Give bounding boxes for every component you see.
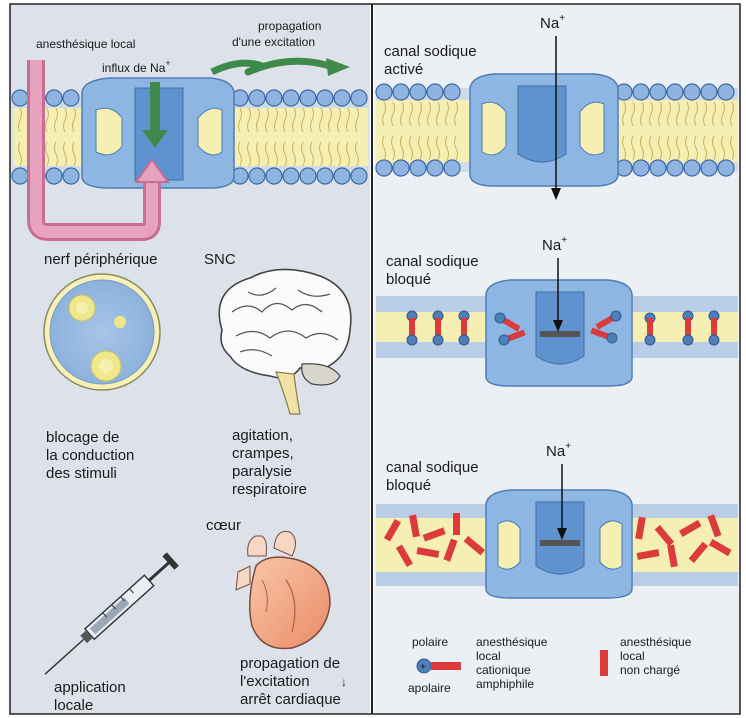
propagation-label-1: propagation — [258, 19, 321, 33]
phospholipid-head — [63, 90, 79, 106]
phospholipid-head — [667, 160, 683, 176]
phospholipid-head — [684, 160, 700, 176]
phospholipid-head — [718, 160, 734, 176]
phospholipid-head — [249, 90, 265, 106]
phospholipid-head — [334, 90, 350, 106]
phospholipid-head — [46, 168, 62, 184]
phospholipid-head — [427, 84, 443, 100]
phospholipid-head — [63, 168, 79, 184]
svg-text:respiratoire: respiratoire — [232, 481, 307, 498]
phospholipid-head — [667, 84, 683, 100]
phospholipid-head — [376, 84, 392, 100]
svg-text:cationique: cationique — [476, 663, 531, 677]
nerve-title: nerf périphérique — [44, 251, 157, 268]
heart-title: cœur — [206, 517, 241, 534]
blocked1-label-1: canal sodique — [386, 253, 479, 270]
phospholipid-head — [684, 84, 700, 100]
legend-polar: polaire — [412, 635, 448, 649]
svg-text:propagation de: propagation de — [240, 655, 340, 672]
legend-apolar-tail-icon — [431, 662, 461, 670]
down-arrow-glyph: ↓ — [341, 675, 347, 689]
svg-text:paralysie: paralysie — [232, 463, 292, 480]
phospholipid-head — [283, 168, 299, 184]
blocked2-label-1: canal sodique — [386, 459, 479, 476]
svg-text:la conduction: la conduction — [46, 447, 134, 464]
phospholipid-head — [410, 160, 426, 176]
legend-apolar: apolaire — [408, 681, 451, 695]
sodium-channel-activated — [470, 74, 618, 186]
sodium-channel-blocked-2 — [486, 490, 632, 598]
svg-text:application: application — [54, 679, 126, 696]
phospholipid-head — [351, 90, 367, 106]
phospholipid-head — [266, 168, 282, 184]
phospholipid-head — [46, 90, 62, 106]
activated-label-1: canal sodique — [384, 43, 477, 60]
phospholipid-head — [351, 168, 367, 184]
svg-text:anesthésique: anesthésique — [476, 635, 548, 649]
svg-text:non chargé: non chargé — [620, 663, 680, 677]
phospholipid-head — [701, 84, 717, 100]
phospholipid-head — [376, 160, 392, 176]
phospholipid-head — [444, 160, 460, 176]
uncharged-molecule — [453, 513, 460, 535]
svg-text:+: + — [420, 662, 426, 673]
phospholipid-head — [718, 84, 734, 100]
svg-text:local: local — [476, 649, 501, 663]
phospholipid-head — [410, 84, 426, 100]
phospholipid-head — [650, 160, 666, 176]
phospholipid-head — [650, 84, 666, 100]
phospholipid-head — [317, 90, 333, 106]
svg-text:anesthésique: anesthésique — [620, 635, 692, 649]
blocked1-label-2: bloqué — [386, 271, 431, 288]
phospholipid-head — [12, 90, 28, 106]
phospholipid-head — [701, 160, 717, 176]
anesthetic-label: anesthésique local — [36, 37, 135, 51]
phospholipid-head — [633, 84, 649, 100]
blocked2-label-2: bloqué — [386, 477, 431, 494]
propagation-label-2: d'une excitation — [232, 35, 315, 49]
svg-text:blocage de: blocage de — [46, 429, 119, 446]
phospholipid-head — [393, 84, 409, 100]
svg-text:local: local — [620, 649, 645, 663]
phospholipid-head — [427, 160, 443, 176]
phospholipid-head — [12, 168, 28, 184]
phospholipid-head — [249, 168, 265, 184]
activated-label-2: activé — [384, 61, 423, 78]
phospholipid-head — [266, 90, 282, 106]
svg-text:l'excitation: l'excitation — [240, 673, 310, 690]
phospholipid-head — [393, 160, 409, 176]
snc-title: SNC — [204, 251, 236, 268]
svg-text:locale: locale — [54, 697, 93, 714]
svg-text:agitation,: agitation, — [232, 427, 293, 444]
svg-text:amphiphile: amphiphile — [476, 677, 534, 691]
influx-label: influx de Na+ — [102, 58, 171, 75]
phospholipid-head — [317, 168, 333, 184]
channel-block-bar — [540, 331, 580, 337]
svg-text:crampes,: crampes, — [232, 445, 294, 462]
phospholipid-head — [300, 90, 316, 106]
phospholipid-head — [444, 84, 460, 100]
svg-text:des stimuli: des stimuli — [46, 465, 117, 482]
legend-uncharged-icon — [600, 650, 608, 676]
phospholipid-head — [300, 168, 316, 184]
influx-arrow-shaft — [150, 82, 160, 132]
svg-text:arrêt cardiaque: arrêt cardiaque — [240, 691, 341, 708]
peripheral-nerve-illustration — [44, 274, 160, 390]
phospholipid-head — [283, 90, 299, 106]
phospholipid-head — [633, 160, 649, 176]
phospholipid-head — [334, 168, 350, 184]
